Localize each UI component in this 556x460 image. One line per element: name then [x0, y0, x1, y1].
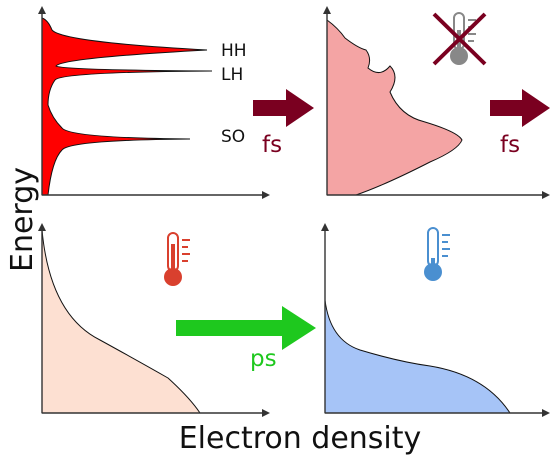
panel-hot-thermal: [38, 223, 270, 417]
fs-label-2: fs: [500, 132, 520, 158]
ps-arrow-shape: [176, 306, 316, 350]
fs-arrow-1: fs: [253, 89, 314, 158]
ps-label: ps: [250, 346, 277, 372]
thermometer-hot-icon: [164, 232, 190, 286]
hot-thermal-curve: [41, 229, 201, 414]
y-axis-label: Energy: [5, 167, 40, 272]
fs-arrow-2-shape: [490, 89, 550, 127]
thermometer-cold-icon: [424, 227, 450, 281]
panel-cold-thermal: [321, 223, 550, 417]
hole-peaks-curve: [41, 17, 213, 196]
x-axis-label: Electron density: [179, 421, 422, 456]
peak-label-hh: HH: [221, 41, 247, 61]
thermometer-crossed-icon: [432, 12, 487, 66]
panel-hole-states: HH LH SO: [38, 6, 270, 199]
peak-label-lh: LH: [221, 65, 243, 85]
ps-arrow: ps: [176, 306, 316, 372]
fs-label-1: fs: [262, 132, 282, 158]
panel-nonthermal: [323, 6, 550, 199]
cold-thermal-curve: [324, 299, 511, 414]
fs-arrow-2: fs: [490, 89, 550, 158]
peak-label-so: SO: [221, 127, 245, 147]
nonthermal-curve: [326, 19, 463, 196]
fs-arrow-1-shape: [253, 89, 314, 127]
